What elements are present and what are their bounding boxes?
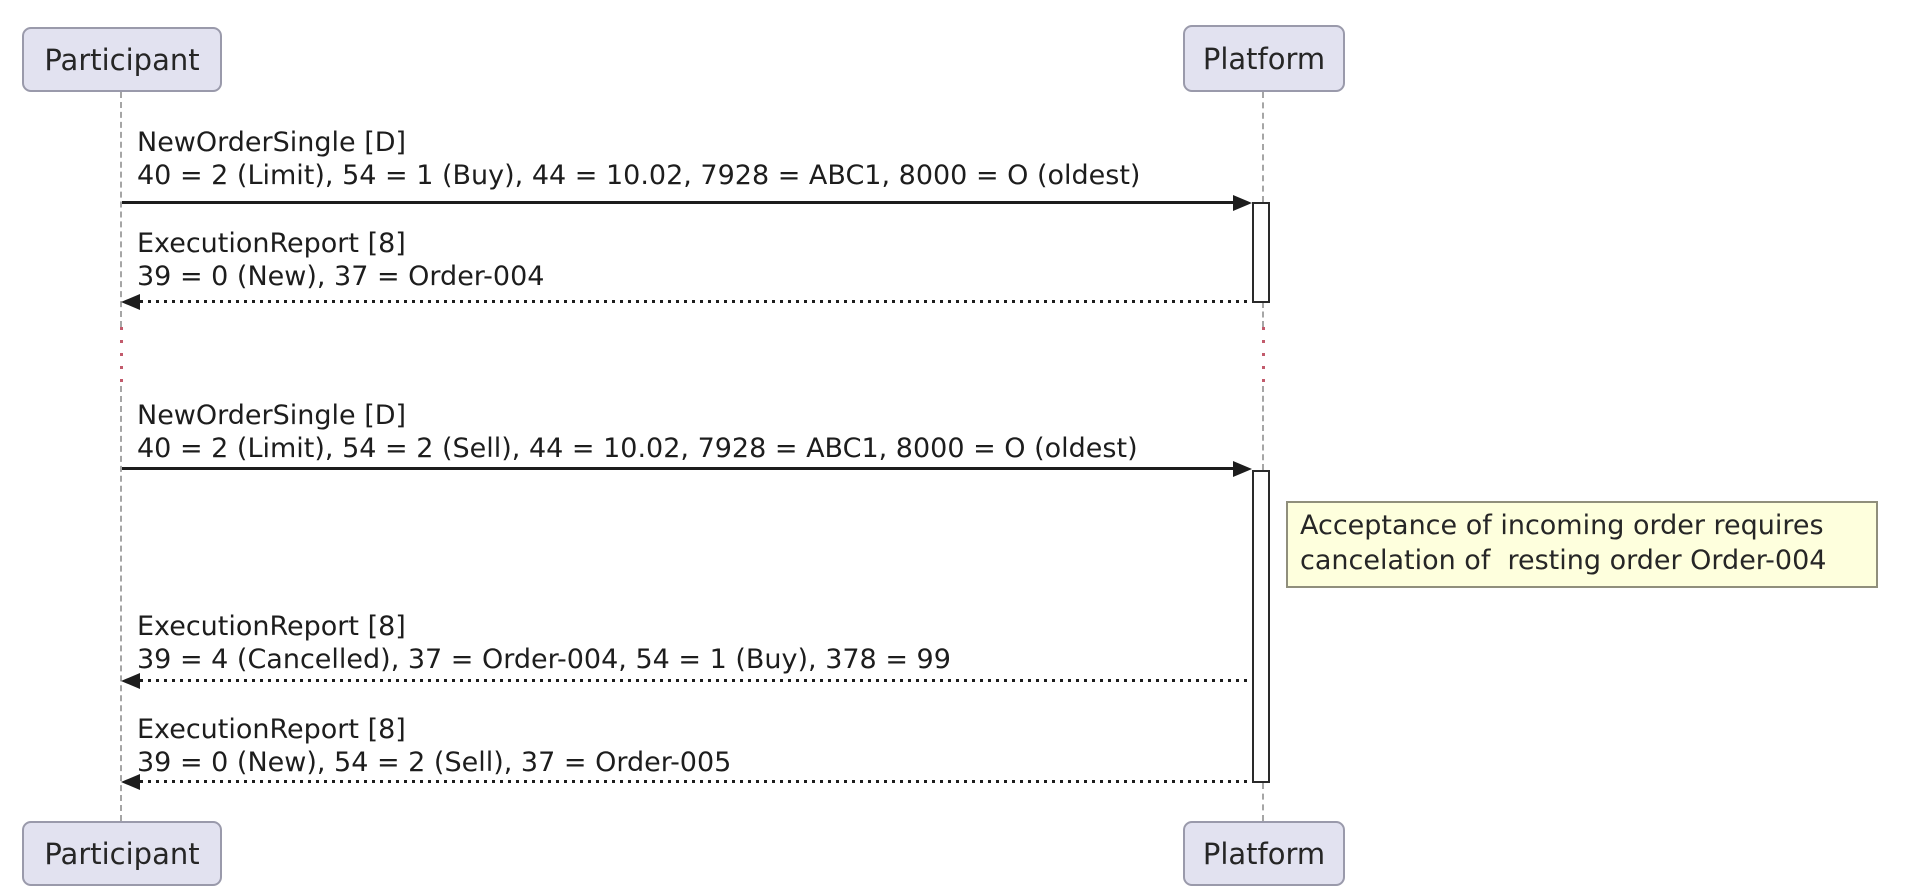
message-1-arrow-line: [122, 201, 1235, 204]
note-line-2: cancelation of resting order Order-004: [1300, 545, 1827, 576]
lifeline-participant-segment: [120, 92, 122, 327]
note-line-1: Acceptance of incoming order requires: [1300, 510, 1824, 541]
message-3-name: NewOrderSingle [D]: [137, 400, 407, 431]
message-4-fields: 39 = 4 (Cancelled), 37 = Order-004, 54 =…: [137, 644, 951, 675]
message-2-name: ExecutionReport [8]: [137, 228, 406, 259]
message-2-arrow-line: [140, 300, 1252, 303]
actor-box-platform-top: Platform: [1183, 25, 1345, 92]
message-5-arrow-line: [140, 780, 1252, 783]
activation-bar-2: [1252, 470, 1270, 783]
message-4-arrow-line: [140, 679, 1252, 682]
arrowhead-left-icon: [121, 673, 140, 689]
delay-indicator-participant: [120, 327, 123, 386]
lifeline-platform-segment: [1262, 783, 1264, 821]
activation-bar-1: [1252, 202, 1270, 303]
lifeline-platform-segment: [1262, 302, 1264, 327]
lifeline-platform-segment: [1262, 386, 1264, 470]
arrowhead-right-icon: [1233, 195, 1252, 211]
message-5-fields: 39 = 0 (New), 54 = 2 (Sell), 37 = Order-…: [137, 747, 732, 778]
actor-box-participant-bottom: Participant: [22, 821, 222, 886]
message-1-fields: 40 = 2 (Limit), 54 = 1 (Buy), 44 = 10.02…: [137, 160, 1141, 191]
message-4-name: ExecutionReport [8]: [137, 611, 406, 642]
lifeline-participant-segment: [120, 386, 122, 821]
delay-indicator-platform: [1262, 327, 1265, 386]
message-1-name: NewOrderSingle [D]: [137, 127, 407, 158]
lifeline-platform-segment: [1262, 92, 1264, 202]
arrowhead-left-icon: [121, 774, 140, 790]
actor-box-platform-bottom: Platform: [1183, 821, 1345, 886]
arrowhead-left-icon: [121, 294, 140, 310]
actor-box-participant-top: Participant: [22, 27, 222, 92]
message-3-fields: 40 = 2 (Limit), 54 = 2 (Sell), 44 = 10.0…: [137, 433, 1138, 464]
message-3-arrow-line: [122, 467, 1235, 470]
note-box: Acceptance of incoming order requires can…: [1286, 501, 1878, 588]
message-2-fields: 39 = 0 (New), 37 = Order-004: [137, 261, 545, 292]
message-5-name: ExecutionReport [8]: [137, 714, 406, 745]
arrowhead-right-icon: [1233, 461, 1252, 477]
